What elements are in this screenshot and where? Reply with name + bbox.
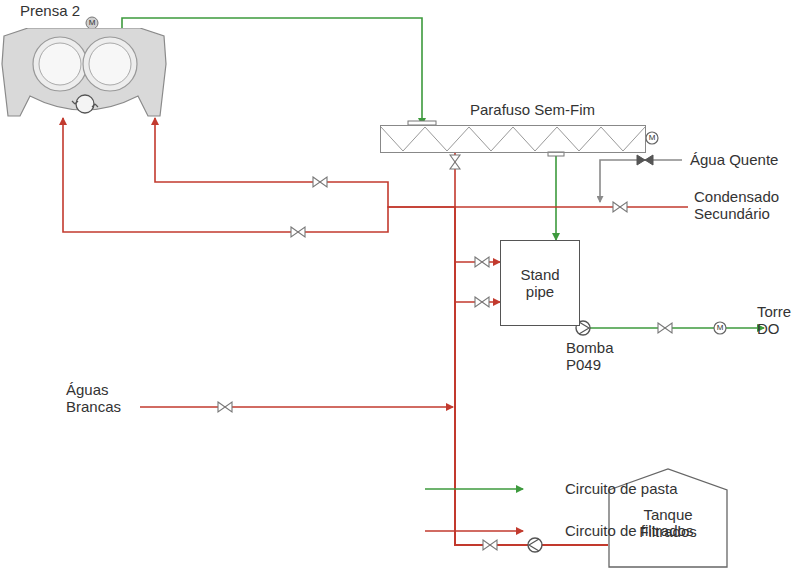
- conveyor-heading: Parafuso Sem-Fim: [470, 101, 595, 118]
- destination-label: Torre DO: [757, 303, 799, 337]
- valve-symbol: [475, 297, 489, 307]
- valve-symbol: [658, 323, 672, 333]
- pump-symbol: [529, 539, 539, 551]
- press-roll: [89, 43, 131, 85]
- press-shape: [0, 28, 168, 118]
- press-illustration: [0, 28, 168, 118]
- press-screw: [72, 101, 98, 107]
- motor-symbol: [714, 322, 726, 334]
- legend-text: Circuito de pasta: [565, 480, 678, 497]
- stand-pipe-box: Stand pipe: [500, 240, 580, 326]
- valve-symbol: [450, 155, 460, 169]
- filtrate-connector: [63, 118, 608, 545]
- motor-letter: M: [714, 322, 726, 334]
- motor-symbol: [86, 17, 98, 29]
- press-screw: [76, 95, 94, 113]
- inlet-label: Condensado Secundário: [694, 188, 798, 222]
- inlet-label: Água Quente: [690, 151, 778, 168]
- tower-line: [590, 327, 764, 329]
- press-roll: [83, 37, 137, 91]
- pump-symbol: [579, 322, 589, 334]
- pump-label: Bomba P049: [566, 339, 626, 373]
- conveyor-box: [380, 125, 646, 153]
- valve-symbol: [218, 402, 232, 412]
- press-roll: [39, 43, 81, 85]
- condensate-line: [455, 206, 688, 208]
- motor-symbol: [646, 132, 658, 144]
- press-node: Prensa 2: [0, 0, 170, 120]
- valve-symbol: [313, 177, 327, 187]
- valve-symbol: [483, 540, 497, 550]
- pump-symbol: [528, 538, 542, 552]
- valve-symbol: [475, 257, 489, 267]
- press-roll: [33, 37, 87, 91]
- stand-pipe-label: Stand pipe: [505, 266, 575, 300]
- valve-symbol: [613, 202, 627, 212]
- screw-flights: [381, 127, 645, 151]
- valve-symbol: [291, 227, 305, 237]
- screw-flights: [381, 126, 645, 152]
- pulp-connector: [555, 153, 557, 240]
- inlet-label: Águas Brancas: [66, 381, 136, 415]
- motor-letter: M: [646, 132, 658, 144]
- valve-symbol: [637, 155, 653, 165]
- motor-letter: M: [86, 17, 98, 29]
- press-body: [2, 28, 166, 116]
- legend-text: Circuito de filtrados: [565, 522, 693, 539]
- screw-conveyor: Parafuso Sem-Fim: [378, 100, 648, 156]
- legend-sample-line: [425, 488, 523, 490]
- hot-water-line: [600, 160, 682, 202]
- press-heading: Prensa 2: [20, 2, 80, 19]
- pulp-connector: [122, 18, 422, 125]
- legend-sample-line: [425, 530, 523, 532]
- filtrate-connector: [455, 302, 608, 545]
- white-water-line: [140, 406, 453, 408]
- filtrate-connector: [155, 118, 608, 545]
